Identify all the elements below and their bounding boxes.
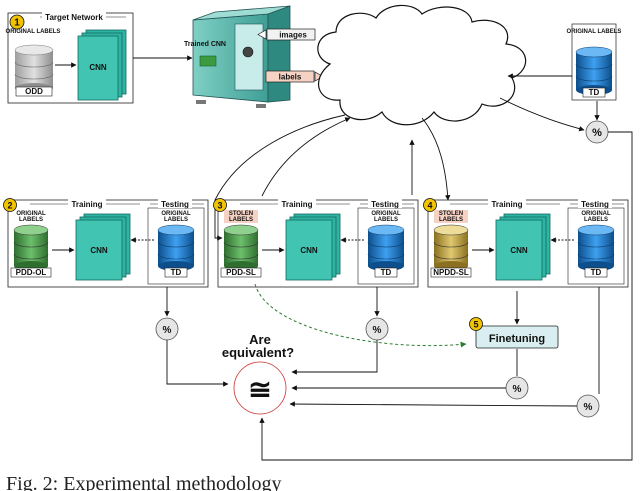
svg-text:%: % [592, 127, 602, 139]
test-dataset-label-4: TD [591, 268, 602, 277]
svg-text:LABELS: LABELS [164, 217, 188, 223]
target-cnn-label: CNN [89, 63, 107, 72]
cnn-label-3: CNN [300, 246, 318, 255]
test-labels-caption-2: ORIGINAL [161, 211, 191, 217]
figure-caption: Fig. 2: Experimental methodology [6, 473, 282, 491]
target-network-panel: Target Network 1 ORIGINAL LABELS ODD CNN [6, 12, 193, 104]
cnn-label-4: CNN [510, 246, 528, 255]
test-labels-caption-4: ORIGINAL [581, 211, 611, 217]
training-title-4: Training [491, 200, 522, 209]
train-database-2 [13, 224, 49, 271]
train-dataset-label-4: NPDD-SL [433, 268, 469, 277]
step-badge-3 [213, 198, 227, 212]
percent-node-panel2: % [155, 317, 179, 341]
equivalence-symbol: ≅ [248, 374, 271, 405]
money-icon [199, 55, 217, 67]
cloud-shape [317, 4, 527, 126]
test-dataset-label-3: TD [381, 268, 392, 277]
step-badge-2 [3, 198, 17, 212]
svg-text:images: images [279, 31, 307, 40]
td-top-labels-caption: ORIGINAL LABELS [567, 29, 622, 35]
svg-text:LABELS: LABELS [374, 217, 398, 223]
train-labels-caption-4: STOLEN [439, 211, 463, 217]
finetuning-box: Finetuning 5 [469, 317, 559, 349]
step-badge-1: 1 [9, 14, 25, 30]
dial-icon [242, 46, 254, 58]
train-database-3 [223, 224, 259, 271]
svg-text:LABELS: LABELS [439, 217, 463, 223]
test-database-2 [157, 224, 195, 271]
svg-text:LABELS: LABELS [584, 217, 608, 223]
testing-title-2: Testing [161, 200, 189, 209]
are-equivalent-line2: equivalent? [222, 345, 294, 360]
svg-text:%: % [163, 325, 172, 336]
svg-text:LABELS: LABELS [229, 217, 253, 223]
testing-title-4: Testing [581, 200, 609, 209]
td-top-database: ORIGINAL LABELS TD [567, 23, 622, 101]
test-labels-caption-3: ORIGINAL [371, 211, 401, 217]
svg-text:2: 2 [7, 201, 12, 211]
test-dataset-label-2: TD [171, 268, 182, 277]
target-network-title: Target Network [45, 13, 103, 22]
svg-text:LABELS: LABELS [19, 217, 43, 223]
svg-text:%: % [373, 325, 382, 336]
stolen-labels-dashed-arrow [254, 283, 467, 348]
training-title-3: Training [281, 200, 312, 209]
svg-text:%: % [513, 384, 522, 395]
cnn-label-2: CNN [90, 246, 108, 255]
training-title-2: Training [71, 200, 102, 209]
finetuning-label: Finetuning [489, 333, 545, 345]
safe-trained-cnn: Trained CNN [184, 5, 291, 108]
svg-text:3: 3 [217, 201, 222, 211]
train-labels-caption-2: ORIGINAL [16, 211, 46, 217]
percent-node-panel4: % [576, 394, 600, 418]
target-cnn-stack: CNN [77, 29, 127, 101]
cnn-stack-2: CNN [75, 213, 131, 281]
odd-database [14, 44, 54, 93]
safe-label: Trained CNN [184, 41, 226, 48]
equivalence-node: ≅ [233, 361, 287, 415]
svg-text:4: 4 [427, 201, 432, 211]
train-dataset-label-3: PDD-SL [226, 268, 256, 277]
step-badge-5: 5 [469, 317, 483, 331]
odd-label: ODD [25, 87, 43, 96]
train-labels-caption-3: STOLEN [229, 211, 253, 217]
svg-text:1: 1 [14, 18, 20, 29]
cnn-stack-4: CNN [495, 213, 551, 281]
svg-text:%: % [584, 402, 593, 413]
are-equivalent-line1: Are [249, 332, 271, 347]
step-badge-4 [423, 198, 437, 212]
percent-node-panel3: % [365, 317, 389, 341]
percent-node-top: % [585, 120, 609, 144]
test-database-4 [577, 224, 615, 271]
train-database-4 [433, 224, 469, 271]
td-top-label: TD [589, 88, 600, 97]
svg-text:labels: labels [279, 73, 302, 82]
test-database-3 [367, 224, 405, 271]
svg-text:5: 5 [473, 320, 478, 330]
testing-title-3: Testing [371, 200, 399, 209]
odd-labels-caption: ORIGINAL LABELS [6, 29, 61, 35]
images-tag: images [257, 28, 316, 41]
labels-tag: labels [265, 70, 324, 83]
cnn-stack-3: CNN [285, 213, 341, 281]
percent-node-finetune: % [505, 376, 529, 400]
train-dataset-label-2: PDD-OL [16, 268, 47, 277]
